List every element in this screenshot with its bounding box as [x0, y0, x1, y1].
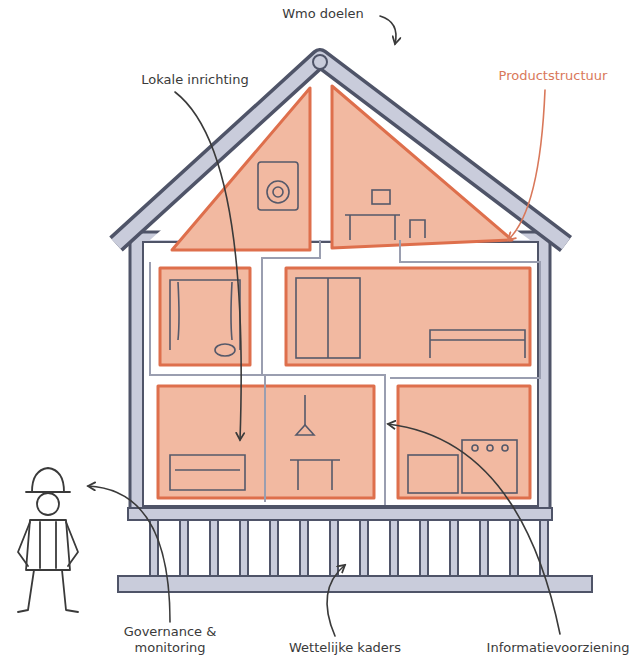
leader-arrow: [327, 565, 345, 636]
leader-arrow: [388, 424, 560, 634]
leader-arrow: [88, 486, 170, 622]
callout-label: Productstructuur: [478, 68, 628, 84]
leader-arrow: [175, 92, 241, 440]
furniture: [170, 162, 525, 493]
bathroom: [160, 268, 250, 365]
kitchen: [398, 386, 530, 498]
callout-label: Wettelijke kaders: [270, 640, 420, 656]
leader-arrow: [508, 90, 545, 240]
callout-label: Informatievoorziening: [478, 640, 638, 656]
callout-label: Wmo doelen: [268, 6, 378, 22]
attic-right: [332, 86, 512, 248]
attic-left: [172, 88, 310, 250]
leader-arrow: [380, 16, 396, 44]
rooms: [158, 86, 530, 498]
callout-label: Lokale inrichting: [120, 72, 270, 88]
worker-figure: [18, 468, 78, 612]
pipes: [150, 240, 540, 505]
callout-label: Governance & monitoring: [110, 624, 230, 656]
leader-arrows: [88, 16, 560, 636]
bedroom: [286, 268, 530, 365]
